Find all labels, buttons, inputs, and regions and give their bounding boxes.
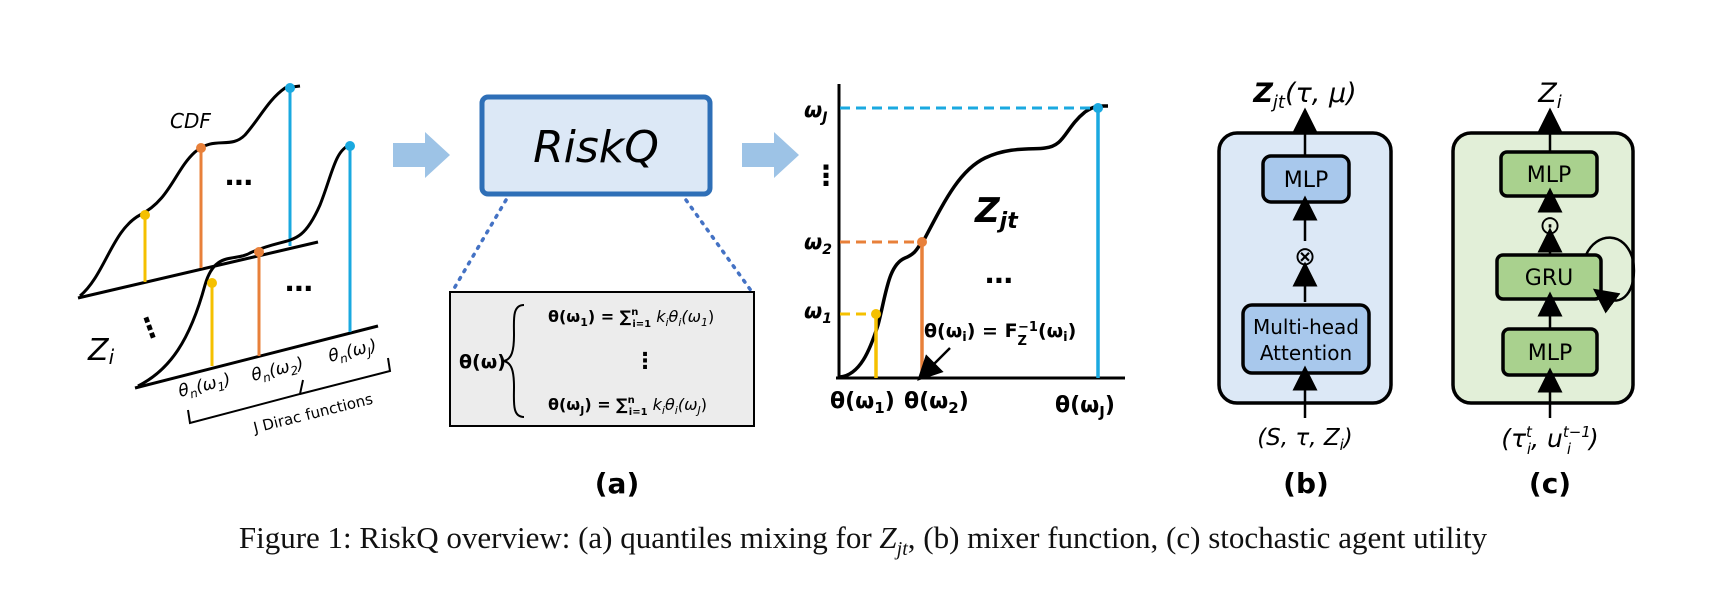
omega-1-dot — [871, 309, 881, 319]
front-orange-dot — [254, 247, 264, 257]
front-cyan-dot — [345, 141, 355, 151]
caption-math: Zjt — [879, 520, 908, 561]
formula-brace — [502, 304, 525, 418]
gru-recurrent-loop — [1584, 236, 1636, 314]
plot-dots: ⋯ — [985, 264, 1013, 297]
z-jt-curve — [839, 104, 1109, 379]
back-yellow-dot — [140, 210, 150, 220]
agent-mlp-bottom-label: MLP — [1528, 341, 1573, 366]
riskq-box — [479, 94, 713, 197]
cdf-plots: CDF ⋯ ⋯ ⋮ Zi θn(ω1) θn(ω2) θn(ωJ) J Dira… — [77, 83, 392, 437]
theta-n-omega-2: θn(ω2) — [249, 354, 306, 388]
front-cdf-curve — [137, 143, 351, 388]
panel-b: Zjt(τ, μ) MLP ⊗ Multi-head Attention (S,… — [1217, 78, 1393, 500]
axis-vdots: ⋮ — [812, 159, 840, 192]
z-jt-label: Zjt — [974, 191, 1019, 234]
mixer-input-label: (S, τ, Zi) — [1257, 425, 1353, 454]
x-tick-theta-J: θ(ωJ) — [1055, 393, 1115, 421]
panel-c-label: (c) — [1529, 467, 1571, 500]
omega-2-dot — [917, 237, 927, 247]
omega-2-tick: ω2 — [804, 230, 832, 258]
front-baseline — [134, 324, 379, 390]
back-orange-dot — [196, 143, 206, 153]
theta-n-labels: θn(ω1) θn(ω2) θn(ωJ) — [176, 336, 379, 402]
formula-vdots: ⋮ — [634, 349, 656, 374]
formula-box — [449, 291, 755, 427]
otimes-icon: ⊗ — [1294, 242, 1316, 272]
mixer-output-label: Zjt(τ, μ) — [1252, 78, 1356, 113]
attention-label-2: Attention — [1260, 341, 1352, 365]
front-yellow-dot — [207, 278, 217, 288]
inverse-cdf-label: θ(ωi) = FZ−1(ωi) — [924, 320, 1076, 349]
cdf-label: CDF — [170, 109, 211, 133]
agent-mlp-top-label: MLP — [1527, 163, 1572, 188]
omega-1-tick: ω1 — [804, 299, 832, 327]
back-baseline — [77, 240, 319, 300]
attention-label-1: Multi-head — [1253, 315, 1359, 339]
flow-arrow-2 — [742, 132, 799, 178]
figure-caption: Figure 1: RiskQ overview: (a) quantiles … — [0, 520, 1726, 561]
riskq-label: RiskQ — [533, 122, 659, 173]
quantile-plot: ωJ ω2 ω1 ⋮ ⋯ Zjt θ(ωi) = FZ−1(ωi) θ(ω1) … — [804, 84, 1125, 421]
mixer-mlp-label: MLP — [1284, 168, 1329, 193]
x-tick-theta-2: θ(ω2) — [904, 389, 969, 417]
caption-suffix: , (b) mixer function, (c) stochastic age… — [907, 520, 1488, 555]
back-cyan-dot — [285, 83, 295, 93]
caption-prefix: Figure 1: RiskQ overview: (a) quantiles … — [238, 520, 880, 555]
back-dots: ⋯ — [225, 166, 253, 199]
omega-J-dot — [1093, 103, 1103, 113]
gru-label: GRU — [1525, 266, 1573, 291]
flow-arrow-1 — [393, 132, 450, 178]
back-cdf-curve — [79, 84, 301, 298]
formula-lhs: θ(ω) — [459, 351, 506, 373]
z-i-label: Zi — [87, 333, 115, 369]
panel-b-label: (b) — [1283, 467, 1329, 500]
dirac-label: J Dirac functions — [251, 390, 375, 437]
x-tick-theta-1: θ(ω1) — [830, 389, 895, 417]
zoom-line-right — [684, 198, 754, 294]
panel-a-label: (a) — [595, 467, 640, 500]
agent-output-label: Zi — [1537, 78, 1562, 113]
omega-J-tick: ωJ — [804, 98, 827, 126]
front-dots: ⋯ — [285, 272, 313, 305]
dirac-brace — [187, 357, 392, 425]
inverse-pointer — [917, 347, 951, 381]
zoom-line-left — [450, 198, 508, 294]
between-vdots: ⋮ — [131, 307, 169, 348]
odot-icon: ⊙ — [1539, 211, 1561, 241]
theta-n-omega-J: θn(ωJ) — [326, 336, 379, 369]
